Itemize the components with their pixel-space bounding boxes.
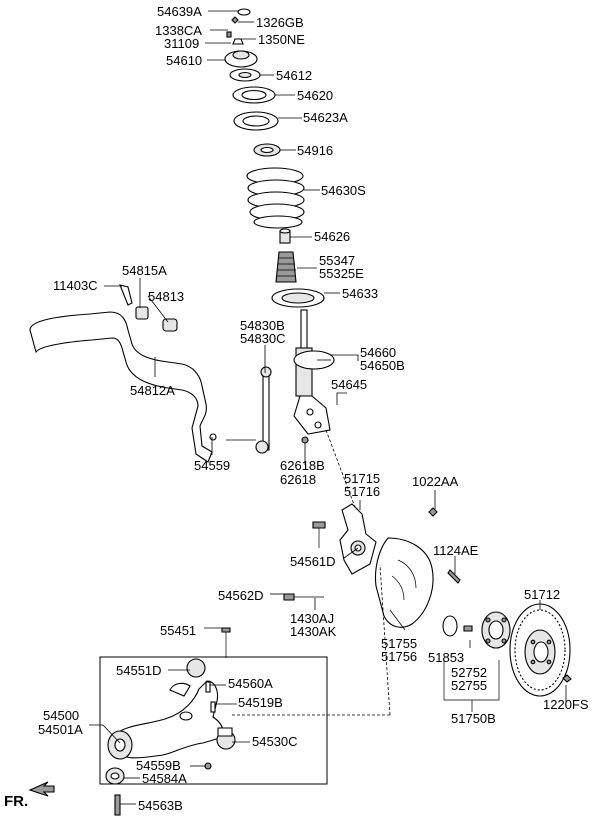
- stabilizer-link: [226, 366, 309, 454]
- coil-spring: [246, 167, 305, 229]
- part-labels: 54639A 1326GB 1338CA 31109 1350NE 54610 …: [4, 4, 589, 813]
- label-54563B: 54563B: [138, 798, 183, 813]
- label-51755: 51755: [381, 636, 417, 651]
- label-1220FS: 1220FS: [543, 697, 589, 712]
- label-54812A: 54812A: [130, 383, 175, 398]
- label-54830C: 54830C: [240, 331, 286, 346]
- label-54561D: 54561D: [290, 554, 336, 569]
- dust-shield: [374, 537, 461, 628]
- wheel-hub: [442, 611, 511, 649]
- label-1326GB: 1326GB: [256, 15, 304, 30]
- front-direction-label: FR.: [4, 793, 28, 810]
- lower-control-arm: [105, 627, 236, 816]
- label-54519B: 54519B: [238, 695, 283, 710]
- top-mount-parts: [224, 8, 281, 157]
- brake-disc: [509, 603, 572, 697]
- bump-stop: [275, 228, 297, 283]
- label-1022AA: 1022AA: [412, 474, 459, 489]
- label-54830B: 54830B: [240, 318, 285, 333]
- label-54813: 54813: [148, 289, 184, 304]
- label-62618: 62618: [280, 472, 316, 487]
- label-51715: 51715: [344, 471, 380, 486]
- label-51756: 51756: [381, 649, 417, 664]
- label-1430AK: 1430AK: [290, 624, 337, 639]
- label-62618B: 62618B: [280, 458, 325, 473]
- label-51712: 51712: [524, 587, 560, 602]
- label-52752: 52752: [451, 665, 487, 680]
- label-54815A: 54815A: [122, 263, 167, 278]
- label-54612: 54612: [276, 68, 312, 83]
- label-54630S: 54630S: [321, 183, 366, 198]
- label-54530C: 54530C: [252, 734, 298, 749]
- lower-arm-box: [99, 656, 328, 785]
- label-1338CA: 1338CA: [155, 23, 202, 38]
- front-arrow-icon: [28, 781, 55, 797]
- label-54620: 54620: [297, 88, 333, 103]
- label-1124AE: 1124AE: [433, 543, 479, 558]
- label-54633: 54633: [342, 286, 378, 301]
- label-55325E: 55325E: [319, 266, 364, 281]
- label-54551D: 54551D: [116, 663, 162, 678]
- label-51750B: 51750B: [451, 711, 496, 726]
- stabilizer-bar: [29, 284, 217, 463]
- label-54626: 54626: [314, 229, 350, 244]
- label-54501A: 54501A: [38, 722, 83, 737]
- label-54560A: 54560A: [228, 676, 273, 691]
- label-1350NE: 1350NE: [258, 32, 305, 47]
- label-11403C: 11403C: [53, 278, 98, 293]
- label-51853: 51853: [428, 650, 464, 665]
- dashed-connectors: [230, 429, 391, 716]
- strut-assembly: [293, 309, 335, 435]
- label-54584A: 54584A: [142, 771, 187, 786]
- label-1430AJ: 1430AJ: [290, 611, 334, 626]
- label-54916: 54916: [297, 143, 333, 158]
- label-54645: 54645: [331, 377, 367, 392]
- label-54562D: 54562D: [218, 588, 264, 603]
- label-54660: 54660: [360, 345, 396, 360]
- label-54639A: 54639A: [157, 4, 202, 19]
- label-54623A: 54623A: [303, 110, 348, 125]
- label-52755: 52755: [451, 678, 487, 693]
- label-51716: 51716: [344, 484, 380, 499]
- hub-bracket: [443, 660, 500, 701]
- label-54500: 54500: [43, 708, 79, 723]
- label-55347: 55347: [319, 253, 355, 268]
- label-31109: 31109: [164, 36, 199, 51]
- leader-lines: [89, 10, 567, 805]
- label-54610: 54610: [166, 53, 202, 68]
- label-54559B: 54559B: [136, 758, 181, 773]
- label-54559: 54559: [194, 458, 230, 473]
- label-54650B: 54650B: [360, 358, 405, 373]
- label-55451: 55451: [160, 623, 196, 638]
